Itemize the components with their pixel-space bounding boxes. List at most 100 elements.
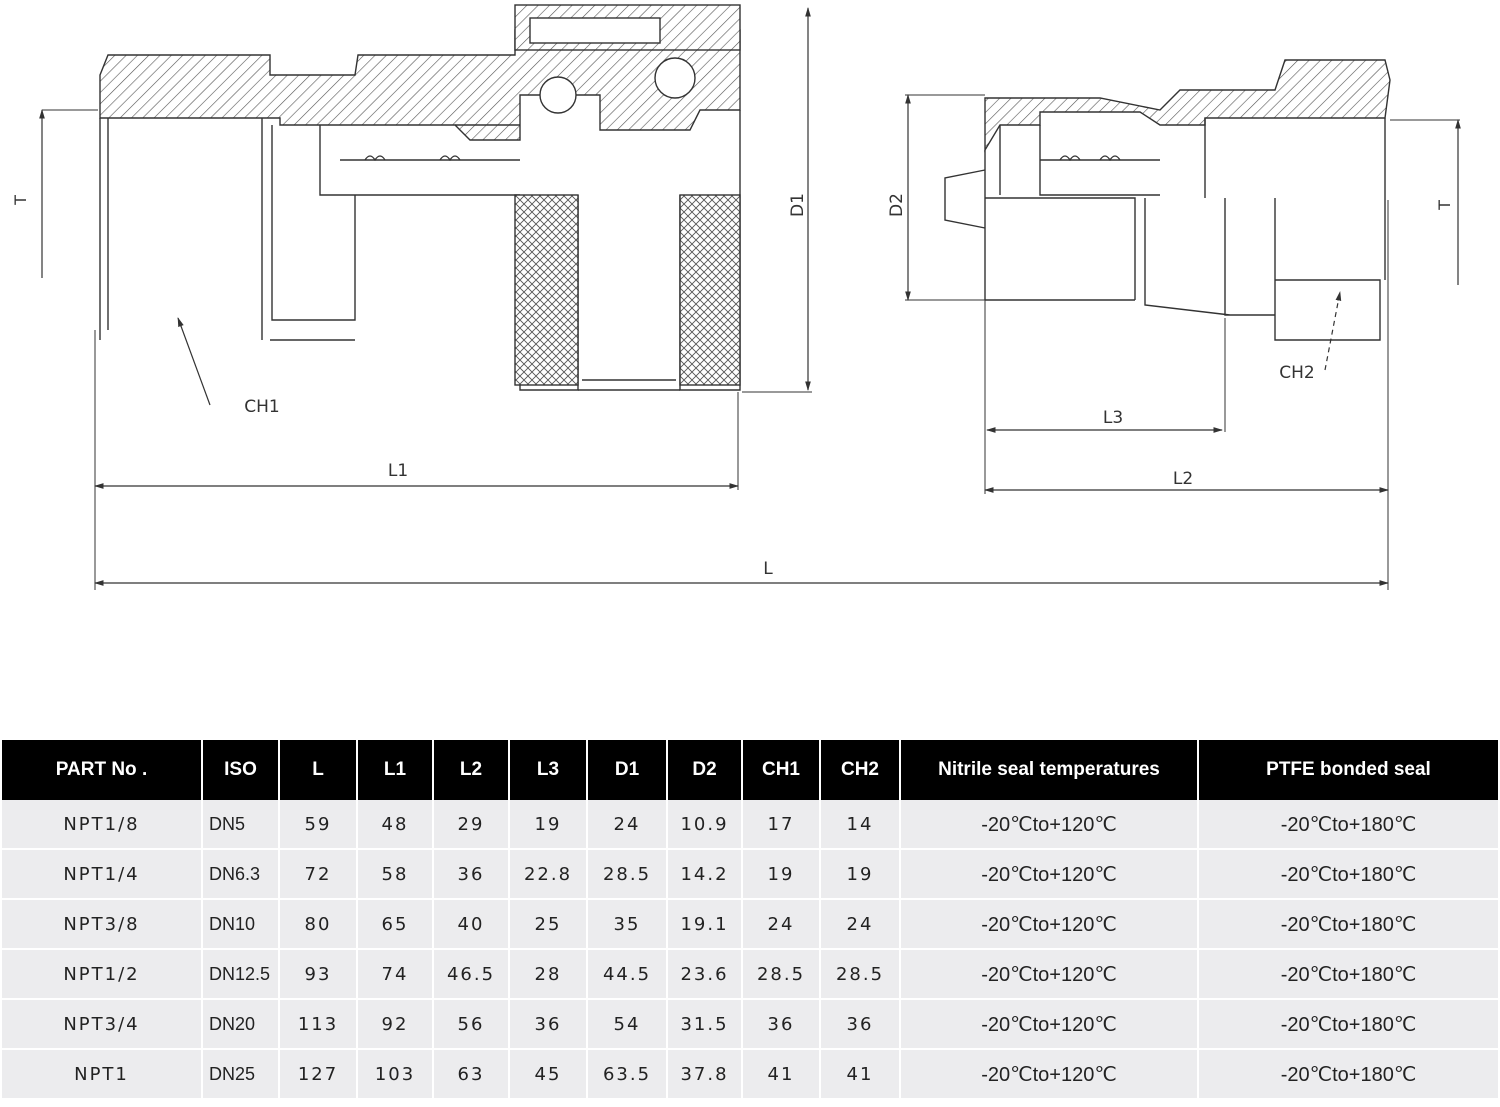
cell-l1: 103 <box>357 1049 434 1100</box>
cell-l3: 28 <box>509 949 588 1000</box>
cell-d2: 19.1 <box>667 899 743 950</box>
cell-part-no: NPT1/4 <box>2 849 203 900</box>
cell-ptfe-seal: -20℃to+180℃ <box>1198 800 1498 850</box>
cell-l2: 63 <box>433 1049 510 1100</box>
header-l3: L3 <box>509 740 588 800</box>
header-iso: ISO <box>202 740 280 800</box>
cell-d1: 63.5 <box>587 1049 668 1100</box>
label-l3: L3 <box>1103 408 1123 428</box>
knurled-grip-right <box>679 194 741 386</box>
cell-part-no: NPT3/8 <box>2 899 203 950</box>
header-d2: D2 <box>667 740 743 800</box>
cell-iso: DN6.3 <box>202 849 280 900</box>
cell-nitrile-seal: -20℃to+120℃ <box>900 999 1199 1050</box>
cell-ptfe-seal: -20℃to+180℃ <box>1198 949 1498 1000</box>
cell-ch2: 14 <box>820 800 901 850</box>
label-d2: D2 <box>887 193 907 217</box>
cell-d1: 44.5 <box>587 949 668 1000</box>
cell-iso: DN12.5 <box>202 949 280 1000</box>
header-l2: L2 <box>433 740 510 800</box>
cell-l2: 29 <box>433 800 510 850</box>
cell-ptfe-seal: -20℃to+180℃ <box>1198 899 1498 950</box>
cell-l2: 36 <box>433 849 510 900</box>
header-ptfe-seal: PTFE bonded seal <box>1198 740 1498 800</box>
label-l1: L1 <box>388 461 408 481</box>
cell-ptfe-seal: -20℃to+180℃ <box>1198 1049 1498 1100</box>
cell-l2: 46.5 <box>433 949 510 1000</box>
cell-part-no: NPT1 <box>2 1049 203 1100</box>
cell-ch2: 36 <box>820 999 901 1050</box>
cell-ch1: 24 <box>742 899 821 950</box>
cell-ch1: 17 <box>742 800 821 850</box>
label-l: L <box>763 559 773 579</box>
coupling-technical-drawing: T D1 D2 T CH1 CH2 L1 L3 L2 L <box>11 4 1461 590</box>
cell-l1: 58 <box>357 849 434 900</box>
header-part-no: PART No . <box>2 740 203 800</box>
cell-l1: 65 <box>357 899 434 950</box>
cell-l3: 36 <box>509 999 588 1050</box>
cell-l: 93 <box>279 949 358 1000</box>
cell-l1: 92 <box>357 999 434 1050</box>
label-d1: D1 <box>788 193 808 217</box>
cell-nitrile-seal: -20℃to+120℃ <box>900 849 1199 900</box>
cell-ptfe-seal: -20℃to+180℃ <box>1198 999 1498 1050</box>
header-nitrile-seal: Nitrile seal temperatures <box>900 740 1199 800</box>
cell-l2: 56 <box>433 999 510 1050</box>
cell-d1: 35 <box>587 899 668 950</box>
female-coupler-section <box>39 4 812 590</box>
cell-l: 59 <box>279 800 358 850</box>
cell-ch2: 41 <box>820 1049 901 1100</box>
cell-nitrile-seal: -20℃to+120℃ <box>900 800 1199 850</box>
cell-ptfe-seal: -20℃to+180℃ <box>1198 849 1498 900</box>
cell-l2: 40 <box>433 899 510 950</box>
male-nipple-section <box>905 59 1461 590</box>
cell-d1: 28.5 <box>587 849 668 900</box>
header-ch1: CH1 <box>742 740 821 800</box>
cell-l1: 74 <box>357 949 434 1000</box>
label-l2: L2 <box>1173 469 1193 489</box>
label-ch1: CH1 <box>244 397 279 417</box>
cell-l: 113 <box>279 999 358 1050</box>
female-body-top <box>99 29 741 141</box>
cell-part-no: NPT3/4 <box>2 999 203 1050</box>
header-d1: D1 <box>587 740 668 800</box>
cell-d2: 14.2 <box>667 849 743 900</box>
cell-ch2: 24 <box>820 899 901 950</box>
cell-l1: 48 <box>357 800 434 850</box>
nipple-body-top <box>984 59 1391 153</box>
cell-l3: 22.8 <box>509 849 588 900</box>
cell-d2: 31.5 <box>667 999 743 1050</box>
cell-l: 72 <box>279 849 358 900</box>
cell-ch1: 41 <box>742 1049 821 1100</box>
cell-l3: 25 <box>509 899 588 950</box>
cell-part-no: NPT1/2 <box>2 949 203 1000</box>
cell-l: 127 <box>279 1049 358 1100</box>
cell-nitrile-seal: -20℃to+120℃ <box>900 899 1199 950</box>
cell-d2: 10.9 <box>667 800 743 850</box>
cell-iso: DN5 <box>202 800 280 850</box>
cell-iso: DN10 <box>202 899 280 950</box>
cell-ch1: 28.5 <box>742 949 821 1000</box>
cell-nitrile-seal: -20℃to+120℃ <box>900 1049 1199 1100</box>
cell-nitrile-seal: -20℃to+120℃ <box>900 949 1199 1000</box>
cell-d2: 23.6 <box>667 949 743 1000</box>
cell-part-no: NPT1/8 <box>2 800 203 850</box>
label-t-left: T <box>11 195 30 206</box>
cell-iso: DN20 <box>202 999 280 1050</box>
cell-ch1: 36 <box>742 999 821 1050</box>
cell-ch2: 19 <box>820 849 901 900</box>
cell-ch1: 19 <box>742 849 821 900</box>
label-t-right: T <box>1435 200 1454 211</box>
cell-l: 80 <box>279 899 358 950</box>
cell-d2: 37.8 <box>667 1049 743 1100</box>
label-ch2: CH2 <box>1279 363 1314 383</box>
cell-iso: DN25 <box>202 1049 280 1100</box>
cell-d1: 24 <box>587 800 668 850</box>
